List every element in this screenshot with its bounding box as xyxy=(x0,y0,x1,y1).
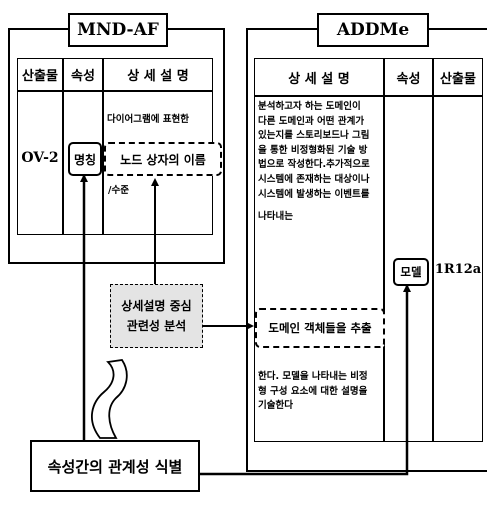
analysis-box: 상세설명 중심 관련성 분석 xyxy=(110,284,203,348)
analysis-box-line: 상세설명 중심 xyxy=(121,296,191,316)
relationship-identification-box: 속성간의 관계성 식별 xyxy=(30,440,200,492)
arrow-to-right-attribute xyxy=(200,286,407,474)
analysis-box-line: 관련성 분석 xyxy=(127,316,186,336)
curved-arrow-icon xyxy=(92,360,127,438)
